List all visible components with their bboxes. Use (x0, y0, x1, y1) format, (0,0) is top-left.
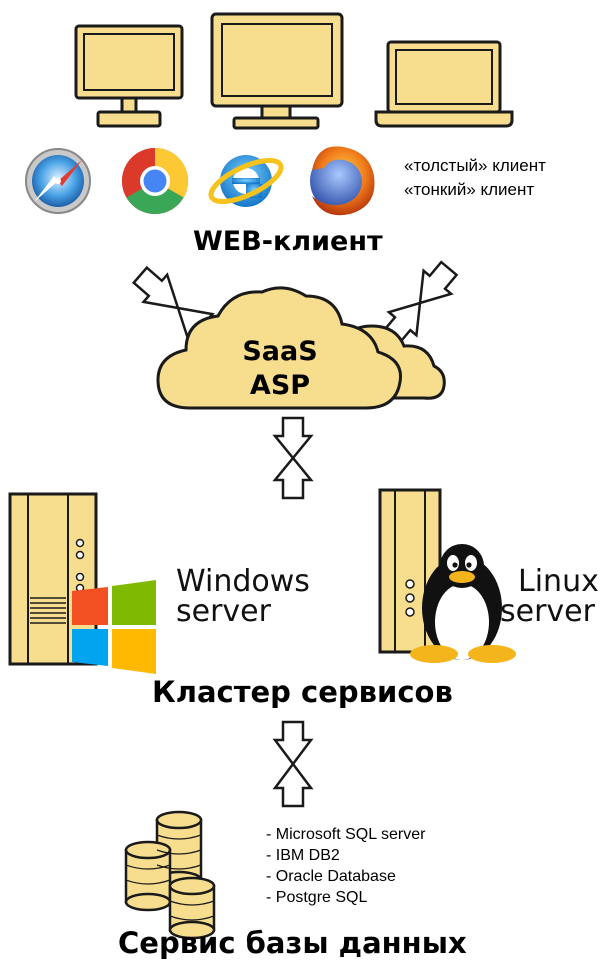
linux-server-label-line-2: server (500, 594, 595, 629)
list-item: - IBM DB2 (266, 847, 340, 864)
tux-penguin-icon (410, 544, 516, 663)
safari-icon (25, 148, 91, 214)
thick-client-label: «толстый» клиент (404, 156, 546, 175)
monitor-left-icon (74, 24, 184, 128)
linux-server-label-line-1: Linux (518, 564, 599, 599)
arrow-cloud-servers-icon (272, 416, 314, 500)
web-client-title: WEB-клиент (193, 226, 383, 257)
list-item: - Postgre SQL (266, 889, 368, 906)
windows-server-tower-icon (8, 492, 98, 666)
monitor-center-icon (210, 12, 344, 130)
cloud-line-1: SaaS (242, 336, 318, 367)
windows-server-label-line-2: server (176, 594, 271, 629)
list-item: - Microsoft SQL server (266, 826, 426, 843)
laptop-icon (374, 40, 514, 128)
service-cluster-title: Кластер сервисов (152, 675, 453, 709)
firefox-icon (310, 146, 375, 216)
database-stack-icon (124, 810, 216, 940)
list-item: - Oracle Database (266, 868, 396, 885)
chrome-icon (121, 148, 189, 215)
arrow-servers-db-icon (272, 720, 314, 808)
cloud-saas-asp-icon (156, 286, 403, 410)
database-list: - Microsoft SQL server - IBM DB2 - Oracl… (266, 824, 425, 908)
windows-logo-icon (72, 580, 156, 674)
database-service-title: Сервис базы данных (118, 926, 467, 960)
thin-client-label: «тонкий» клиент (404, 180, 535, 199)
internet-explorer-icon (208, 155, 284, 207)
windows-server-label-line-1: Windows (176, 564, 310, 599)
cloud-line-2: ASP (249, 370, 311, 401)
